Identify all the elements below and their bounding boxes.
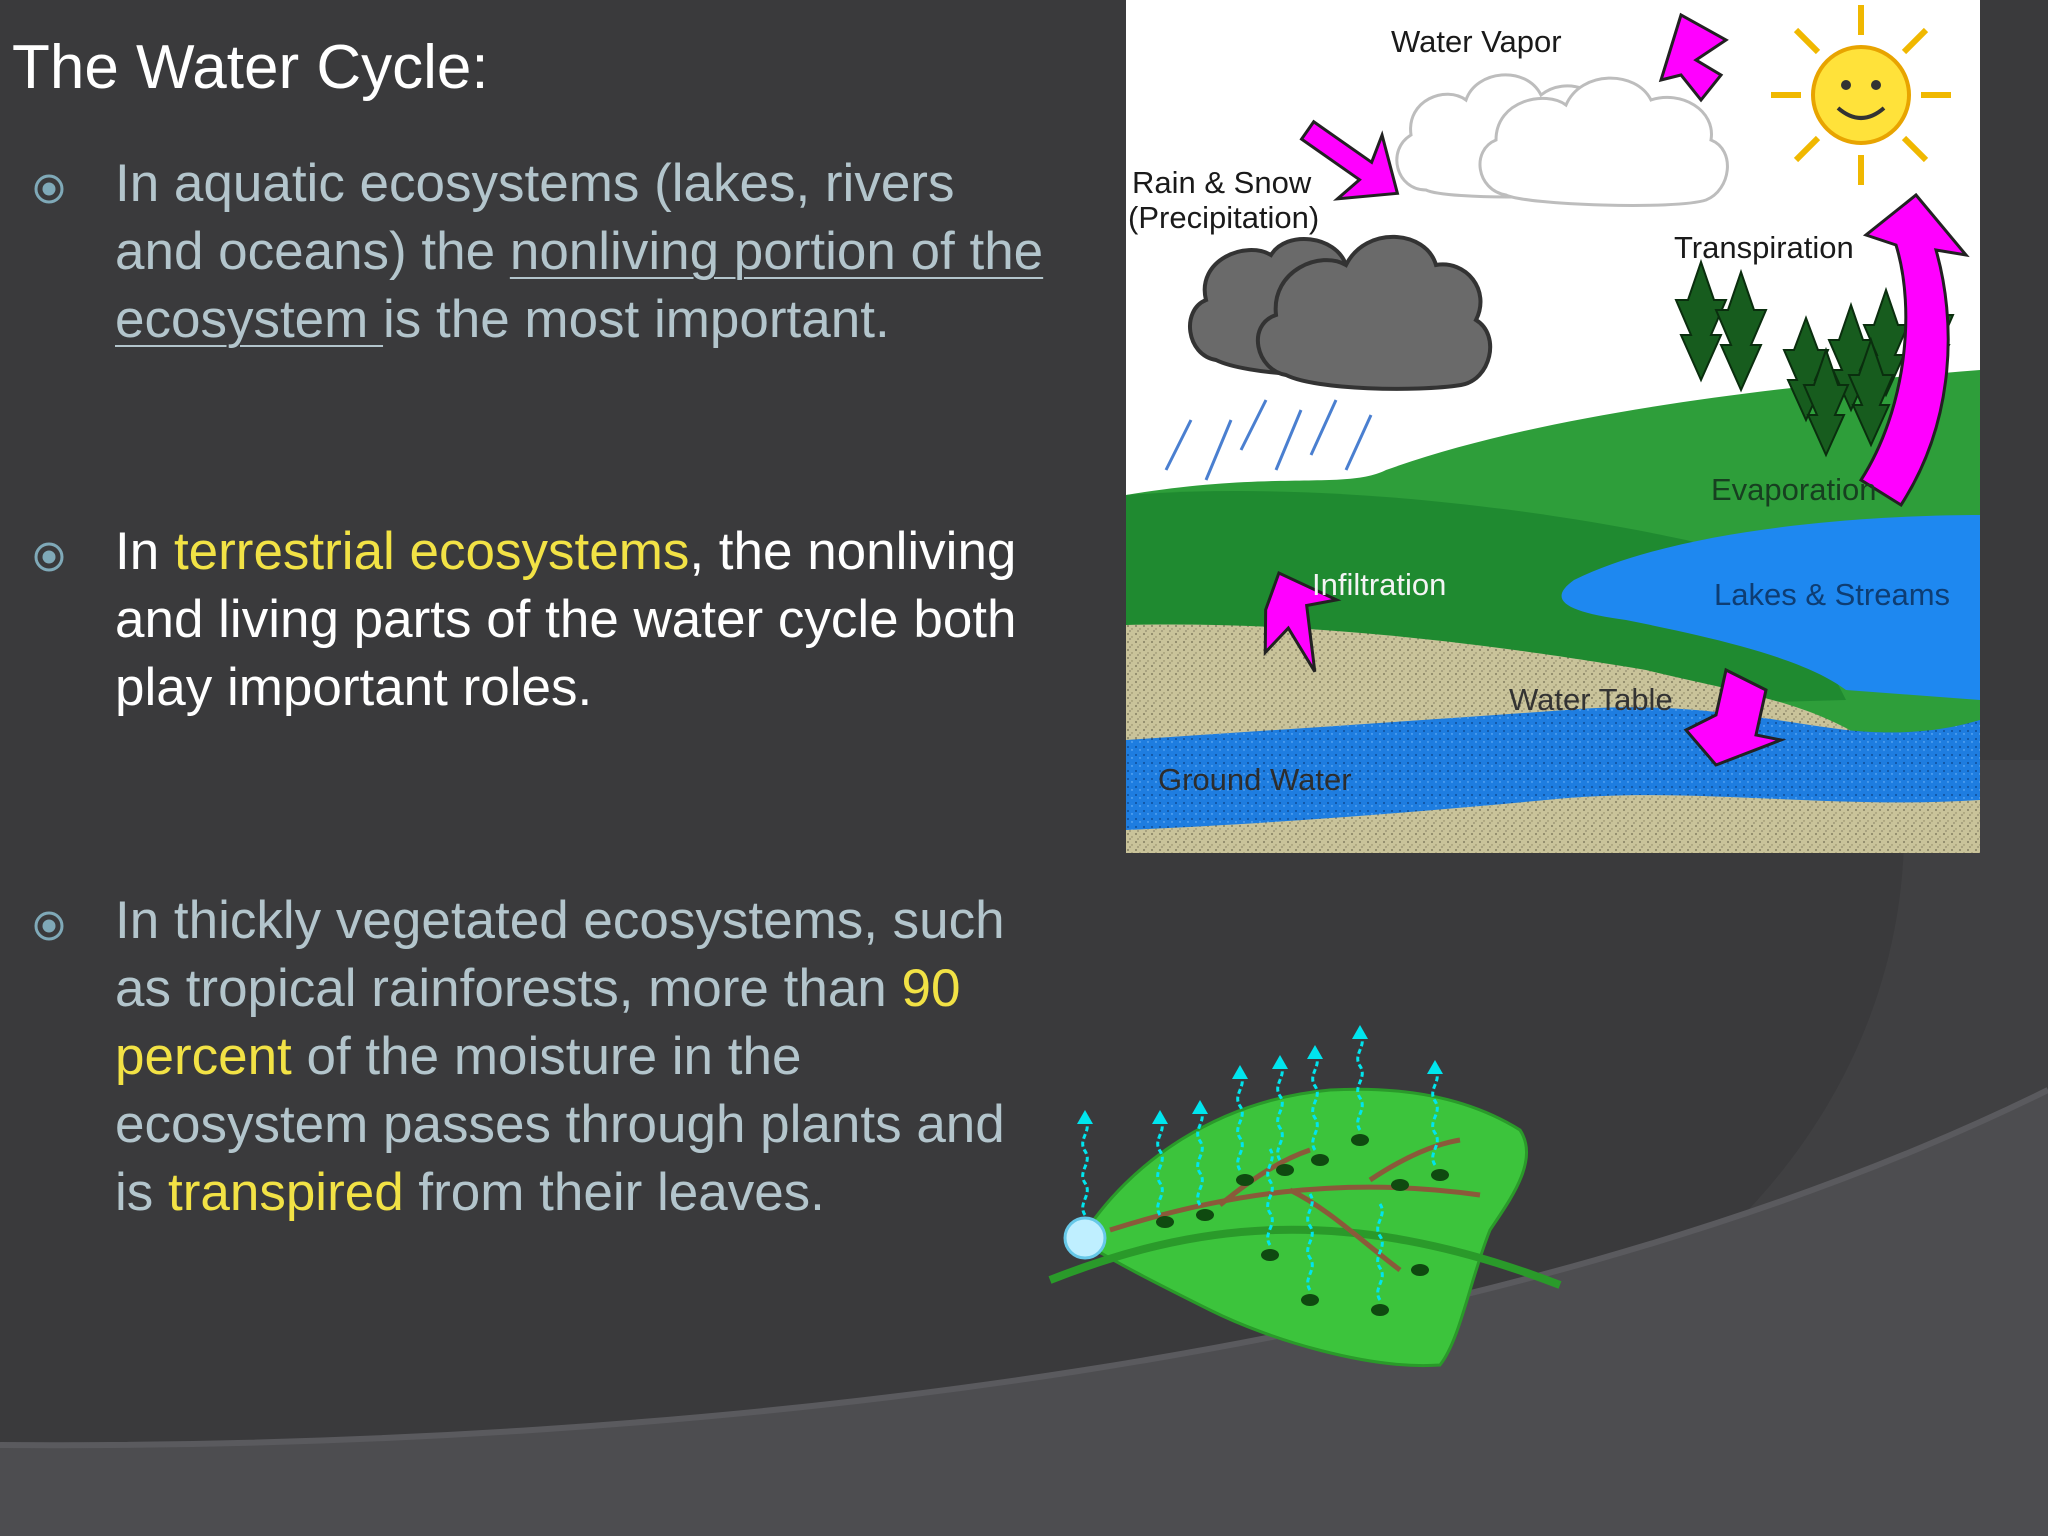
label-ground-water: Ground Water bbox=[1158, 762, 1352, 797]
bullet-text: In terrestrial ecosystems, the nonliving… bbox=[115, 518, 1055, 722]
highlighted-phrase: 90 percent bbox=[115, 959, 961, 1086]
lake bbox=[1561, 515, 1980, 700]
underlined-phrase: nonliving portion of the ecosystem bbox=[115, 222, 1044, 349]
bullet-text-segment: In bbox=[115, 522, 174, 581]
label-water-table: Water Table bbox=[1509, 682, 1673, 717]
label-transpiration: Transpiration bbox=[1674, 230, 1854, 265]
water-cycle-diagram: Water Vapor Rain & Snow (Precipitation) … bbox=[1126, 0, 1980, 853]
bullet-text-segment: In aquatic ecosystems (lakes, rivers and… bbox=[115, 154, 955, 281]
bullet-text-segment: is the most important. bbox=[383, 290, 890, 349]
leaf-veins bbox=[1109, 1137, 1481, 1272]
vapor-arrowhead-icon bbox=[1077, 1025, 1443, 1124]
bullet-text-segment: In thickly vegetated ecosystems, such as… bbox=[115, 891, 1005, 1018]
highlighted-phrase: transpired bbox=[168, 1163, 404, 1222]
sun-icon bbox=[1771, 5, 1951, 185]
label-water-vapor: Water Vapor bbox=[1391, 24, 1562, 59]
label-rain-snow: Rain & Snow bbox=[1132, 165, 1312, 200]
rain-cloud-icon bbox=[1188, 234, 1493, 391]
label-infiltration: Infiltration bbox=[1312, 567, 1446, 602]
bullet-text-segment: of the moisture in the ecosystem passes … bbox=[115, 1027, 1005, 1222]
highlighted-phrase: terrestrial ecosystems bbox=[173, 522, 690, 581]
label-evaporation: Evaporation bbox=[1711, 472, 1876, 507]
label-precipitation: (Precipitation) bbox=[1128, 200, 1319, 235]
transpiring-leaf-illustration bbox=[1048, 1025, 1562, 1368]
rain-icon bbox=[1164, 399, 1373, 481]
bullet-marker-icon bbox=[34, 911, 64, 941]
bullet-text: In thickly vegetated ecosystems, such as… bbox=[115, 887, 1055, 1227]
arrow-icon bbox=[1263, 12, 1970, 767]
bullet-text: In aquatic ecosystems (lakes, rivers and… bbox=[115, 150, 1055, 354]
bullet-marker-icon bbox=[34, 542, 64, 572]
background-swoosh bbox=[0, 1090, 2048, 1536]
stomata-icon bbox=[1156, 1134, 1449, 1316]
bullet-text-segment: , the nonliving and living parts of the … bbox=[115, 522, 1017, 717]
water-droplet-icon bbox=[1063, 1216, 1107, 1260]
cloud-icon bbox=[1395, 73, 1729, 207]
bullet-text-segment: from their leaves. bbox=[403, 1163, 825, 1222]
slide-title: The Water Cycle: bbox=[12, 33, 489, 102]
bullet-marker-icon bbox=[34, 174, 64, 204]
label-lakes-streams: Lakes & Streams bbox=[1714, 577, 1950, 612]
water-vapor-icon bbox=[1081, 1033, 1439, 1301]
